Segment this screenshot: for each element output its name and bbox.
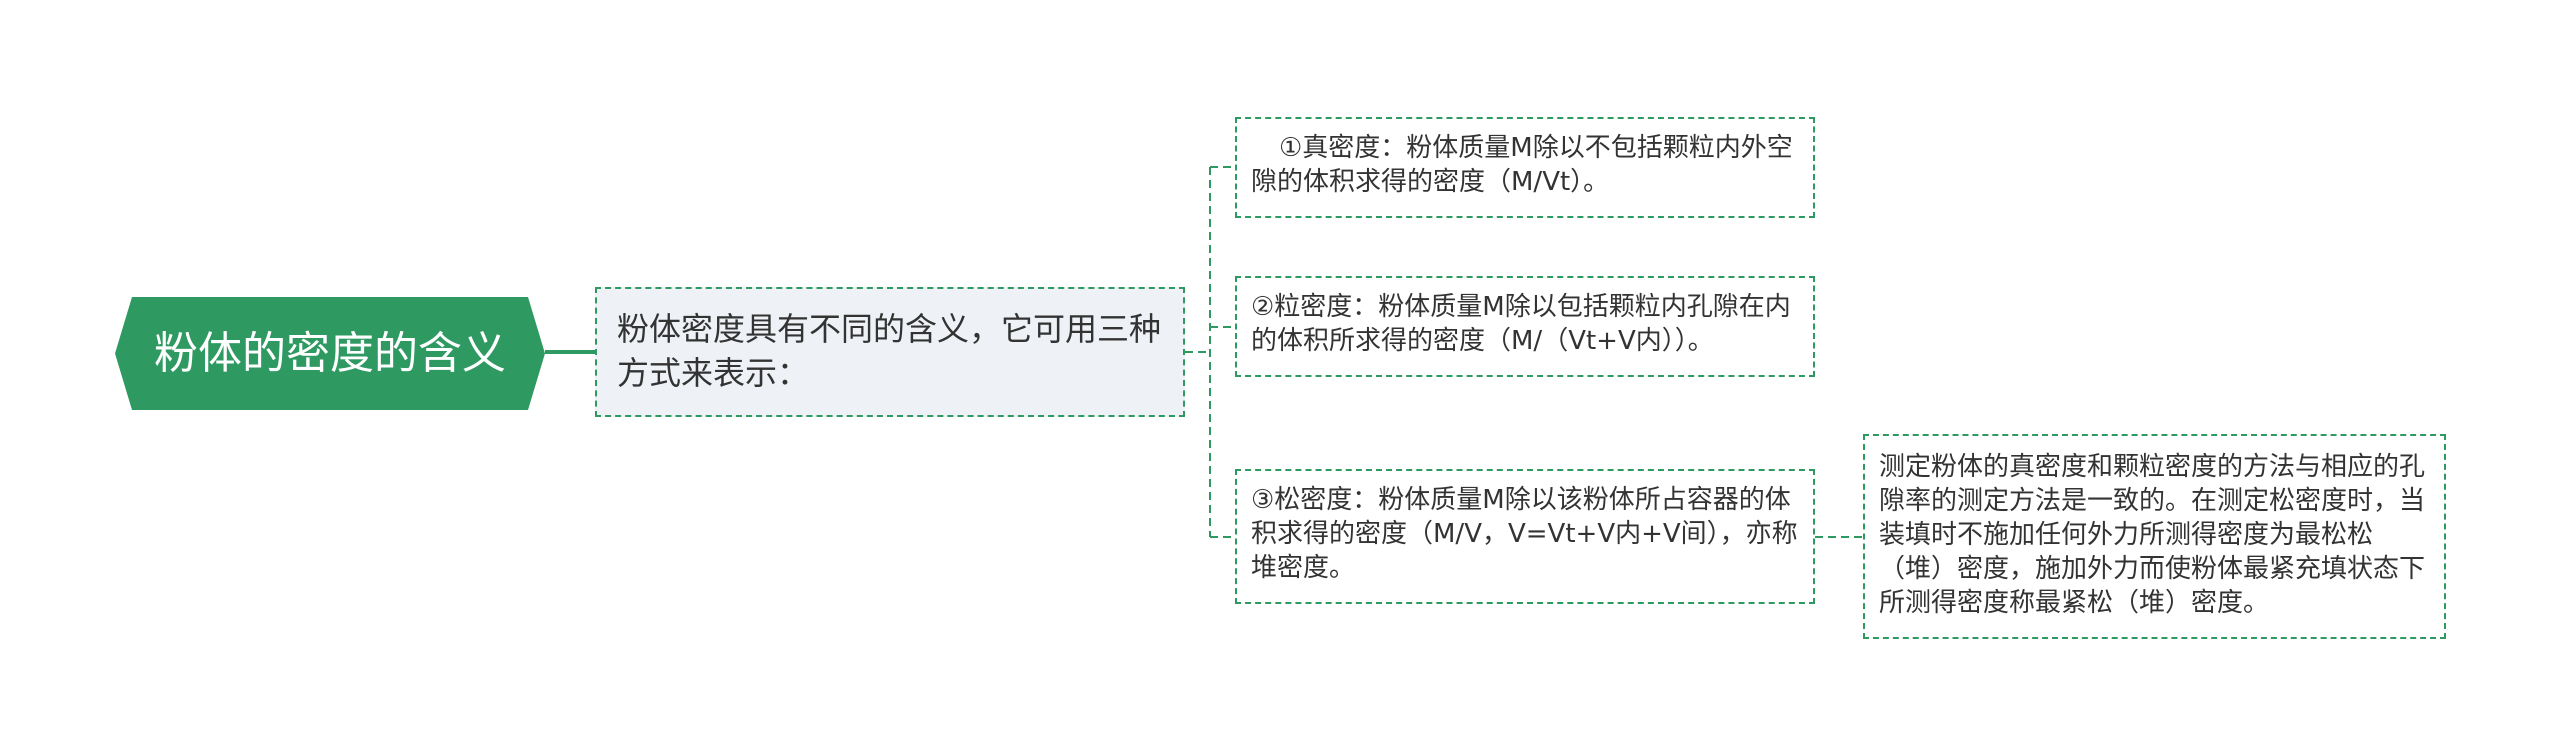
leaf-topic-text: ①真密度：粉体质量M除以不包括颗粒内外空隙的体积求得的密度（M/Vt）。 bbox=[1251, 133, 1793, 197]
root-topic-label: 粉体的密度的含义 bbox=[154, 327, 506, 379]
leaf-topic-text: ③松密度：粉体质量M除以该粉体所占容器的体积求得的密度（M/V，V=Vt+V内+… bbox=[1251, 485, 1798, 583]
leaf-topic-particle-density[interactable]: ②粒密度：粉体质量M除以包括颗粒内孔隙在内的体积所求得的密度（M/（Vt+V内）… bbox=[1235, 276, 1815, 377]
mid-topic-text: 粉体密度具有不同的含义，它可用三种方式来表示： bbox=[617, 310, 1162, 392]
mid-topic[interactable]: 粉体密度具有不同的含义，它可用三种方式来表示： bbox=[595, 287, 1185, 417]
leaf-topic-text: ②粒密度：粉体质量M除以包括颗粒内孔隙在内的体积所求得的密度（M/（Vt+V内）… bbox=[1251, 292, 1791, 356]
leaf-topic-true-density[interactable]: ①真密度：粉体质量M除以不包括颗粒内外空隙的体积求得的密度（M/Vt）。 bbox=[1235, 117, 1815, 218]
root-topic[interactable]: 粉体的密度的含义 bbox=[115, 297, 545, 410]
note-topic-text: 测定粉体的真密度和颗粒密度的方法与相应的孔隙率的测定方法是一致的。在测定松密度时… bbox=[1879, 452, 2426, 618]
note-topic[interactable]: 测定粉体的真密度和颗粒密度的方法与相应的孔隙率的测定方法是一致的。在测定松密度时… bbox=[1863, 434, 2446, 639]
leaf-topic-bulk-density[interactable]: ③松密度：粉体质量M除以该粉体所占容器的体积求得的密度（M/V，V=Vt+V内+… bbox=[1235, 469, 1815, 604]
